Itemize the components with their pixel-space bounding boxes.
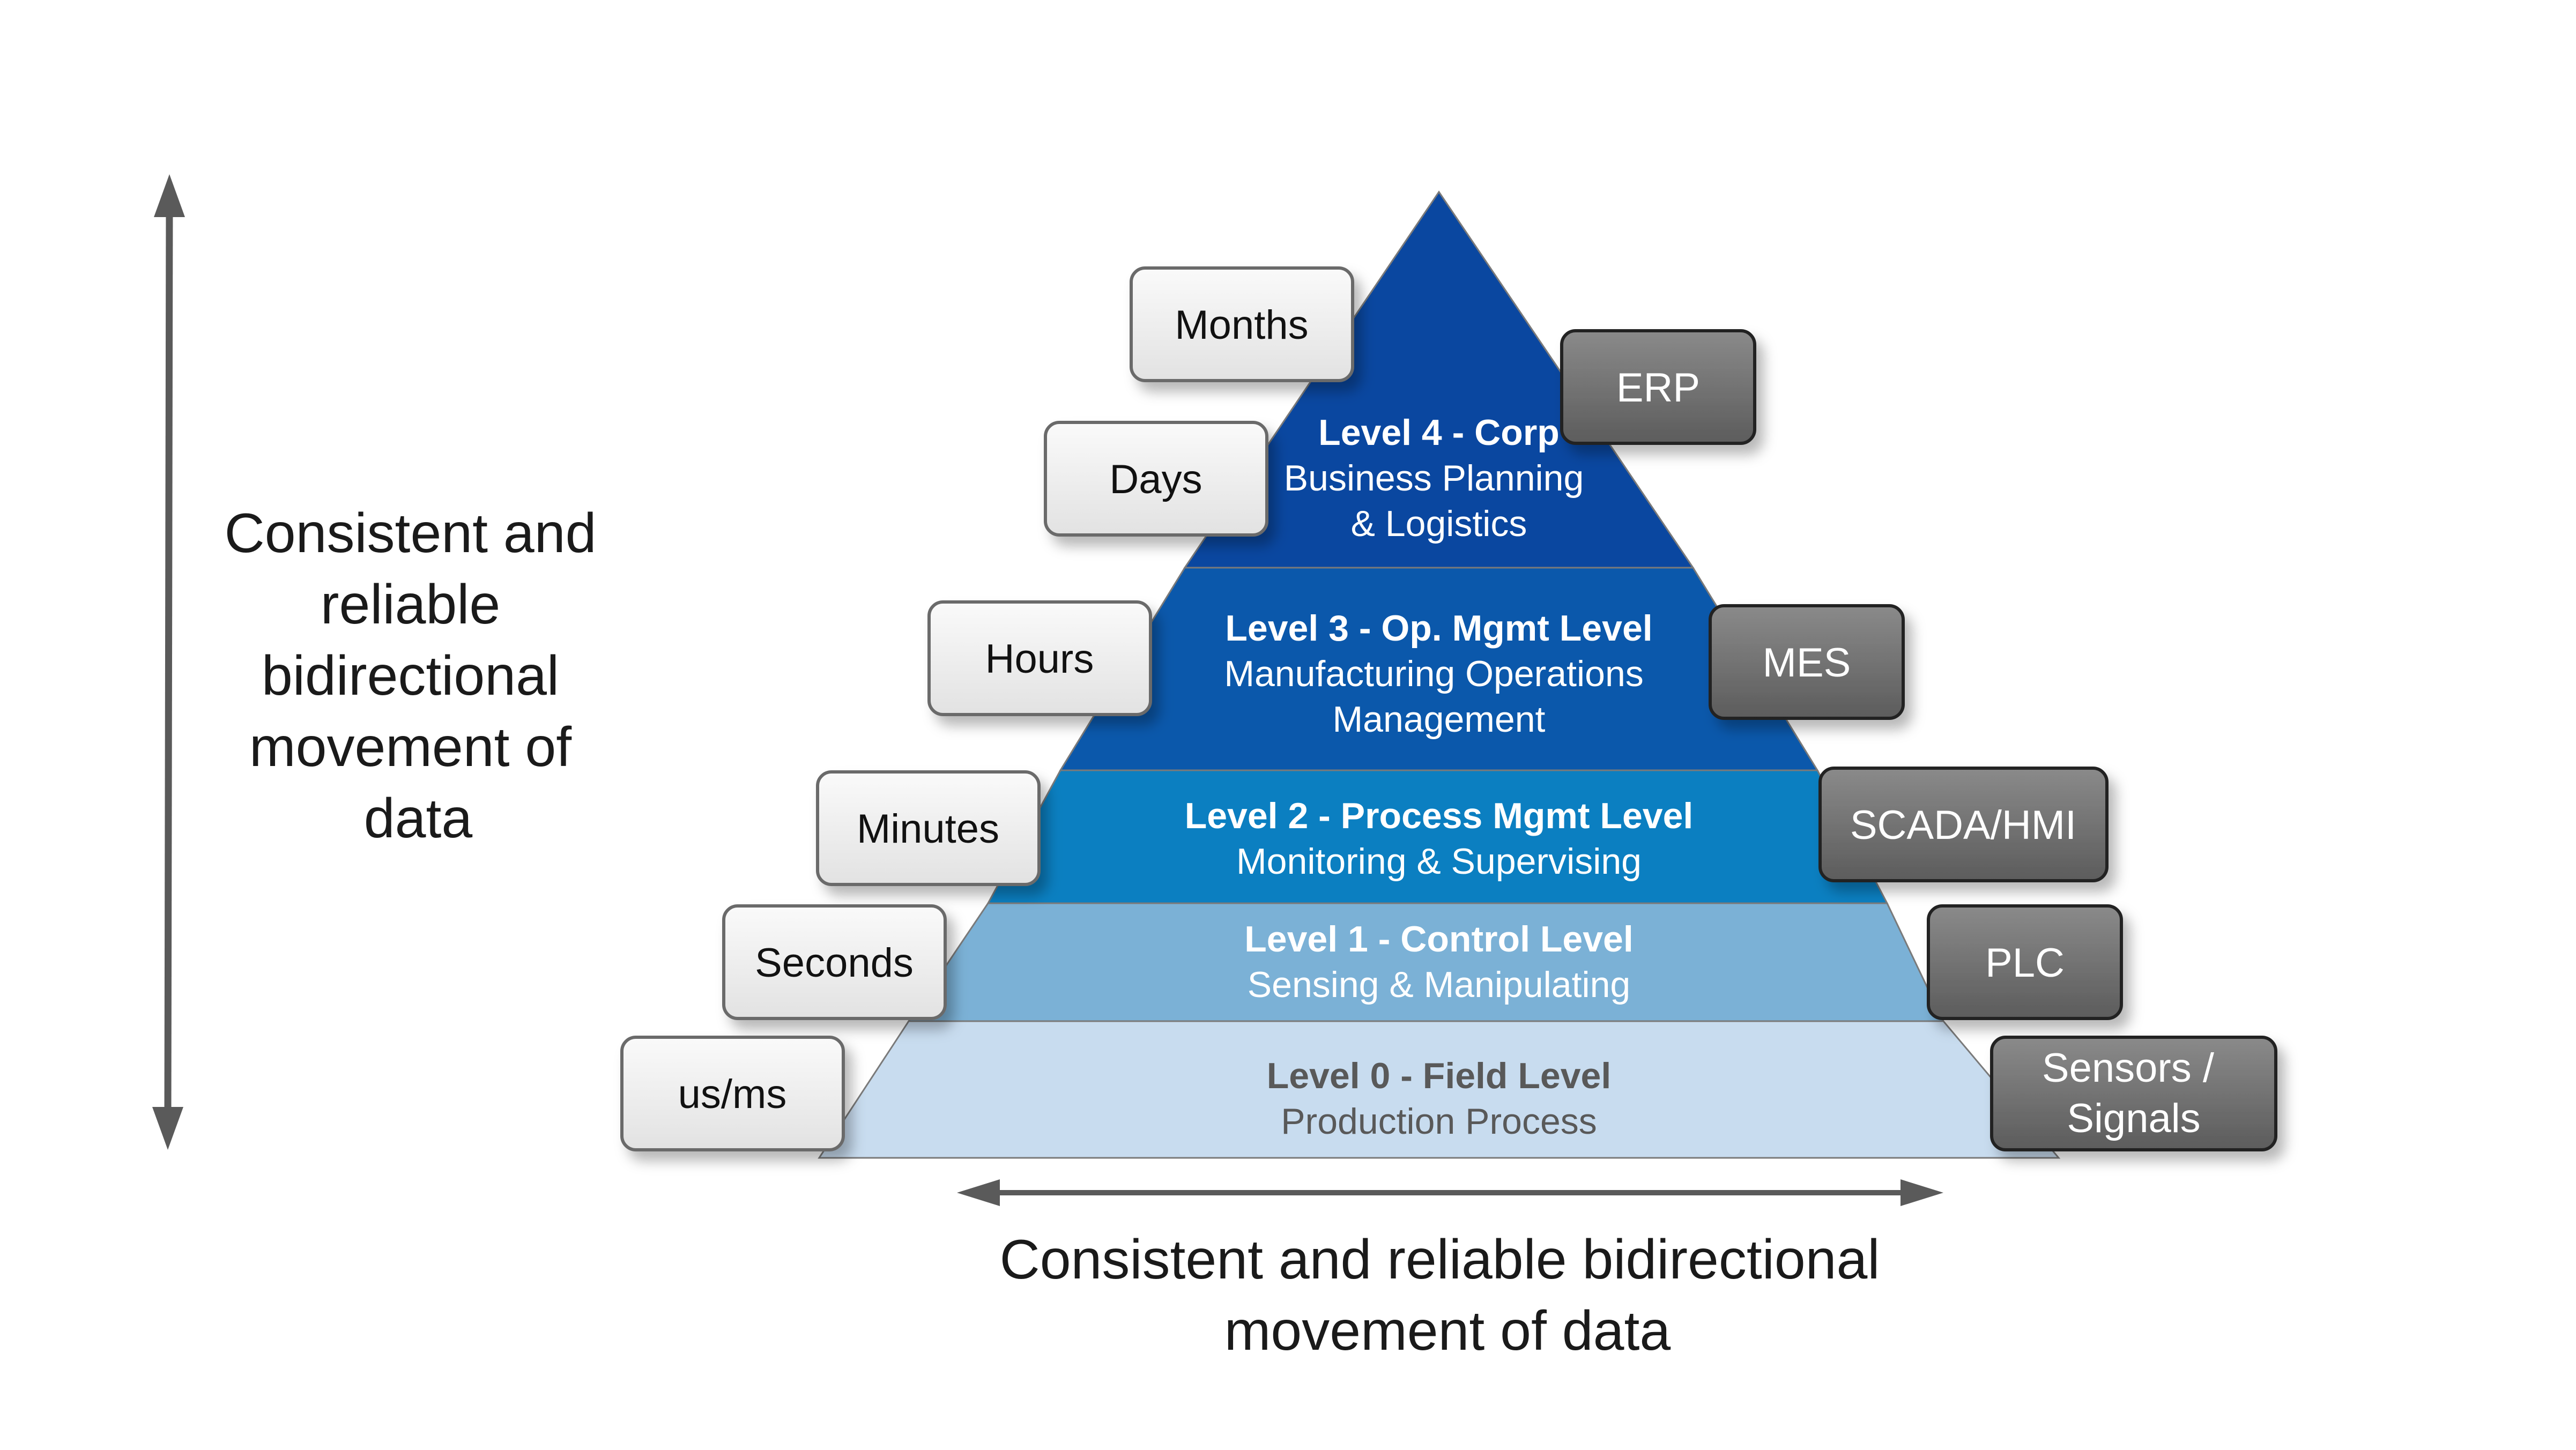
time-label: Months	[1175, 302, 1308, 348]
bottom-caption-line: movement of data	[1224, 1300, 1671, 1362]
time-box-us-ms: us/ms	[620, 1036, 845, 1151]
time-label: Days	[1109, 457, 1202, 502]
level-2-title: Level 2 - Process Mgmt Level	[1185, 795, 1694, 836]
pyramid-layers	[818, 190, 2061, 1159]
time-label: Hours	[985, 636, 1094, 682]
level-1-title: Level 1 - Control Level	[1244, 919, 1634, 960]
level-3-subtitle-line: Management	[1333, 699, 1546, 740]
system-label: ERP	[1616, 365, 1700, 411]
time-label: Minutes	[857, 806, 999, 852]
level-4-title: Level 4 - Corp	[1318, 412, 1560, 453]
level-4-subtitle-line: Business Planning	[1284, 458, 1584, 499]
time-box-seconds: Seconds	[722, 904, 947, 1020]
level-0-title: Level 0 - Field Level	[1267, 1055, 1611, 1096]
system-box-plc: PLC	[1927, 904, 2123, 1020]
pyramid-level-0-layer	[818, 1020, 2061, 1159]
level-2-subtitle: Monitoring & Supervising	[1236, 841, 1642, 882]
system-box-scada-hmi: SCADA/HMI	[1818, 767, 2109, 882]
level-0-subtitle-line: Production Process	[1281, 1101, 1597, 1142]
system-label: Sensors / Signals	[2042, 1045, 2225, 1141]
level-4-subtitle-line: & Logistics	[1351, 503, 1527, 544]
left-caption-line: bidirectional	[262, 645, 559, 707]
level-1-subtitle: Sensing & Manipulating	[1248, 964, 1630, 1005]
bottom-caption-line: Consistent and reliable bidirectional	[1000, 1229, 1880, 1291]
time-box-months: Months	[1130, 266, 1354, 382]
system-box-sensors-signals: Sensors / Signals	[1990, 1036, 2277, 1151]
time-box-minutes: Minutes	[816, 770, 1041, 886]
left-caption: Consistent and reliable bidirectional mo…	[225, 502, 612, 850]
left-caption-line: Consistent and	[225, 502, 597, 564]
system-label-line: Sensors /	[2042, 1045, 2215, 1091]
system-box-mes: MES	[1709, 604, 1905, 720]
system-label-line: Signals	[2067, 1096, 2200, 1141]
time-box-hours: Hours	[927, 600, 1152, 716]
time-label: Seconds	[755, 940, 914, 986]
level-2-subtitle-line: Monitoring & Supervising	[1236, 841, 1642, 882]
pyramid-level-2-layer	[986, 769, 1889, 904]
level-3-title: Level 3 - Op. Mgmt Level	[1225, 608, 1652, 649]
system-label: PLC	[1985, 940, 2065, 986]
left-caption-line: movement of	[249, 716, 572, 778]
horizontal-double-arrow	[957, 1179, 1943, 1206]
level-4-subtitle: Business Planning & Logistics	[1284, 458, 1594, 544]
time-label: us/ms	[678, 1072, 787, 1117]
system-boxes: ERP MES SCADA/HMI PLC Sensors / Signals	[1560, 329, 2277, 1151]
time-box-days: Days	[1044, 421, 1268, 537]
vertical-double-arrow	[152, 174, 185, 1150]
bottom-caption: Consistent and reliable bidirectional mo…	[1000, 1229, 1896, 1362]
level-3-subtitle-line: Manufacturing Operations	[1224, 653, 1643, 694]
left-caption-line: reliable	[321, 574, 500, 636]
system-label: MES	[1763, 640, 1851, 686]
level-0-subtitle: Production Process	[1281, 1101, 1597, 1142]
level-1-subtitle-line: Sensing & Manipulating	[1248, 964, 1630, 1005]
level-3-subtitle: Manufacturing Operations Management	[1224, 653, 1653, 740]
system-label: SCADA/HMI	[1850, 802, 2076, 848]
time-scale-boxes: Months Days Hours Minutes Seconds us/ms	[620, 266, 1354, 1151]
left-caption-line: data	[364, 787, 473, 850]
level-labels: Level 4 - Corp Business Planning & Logis…	[1185, 412, 1694, 1142]
system-box-erp: ERP	[1560, 329, 1756, 445]
